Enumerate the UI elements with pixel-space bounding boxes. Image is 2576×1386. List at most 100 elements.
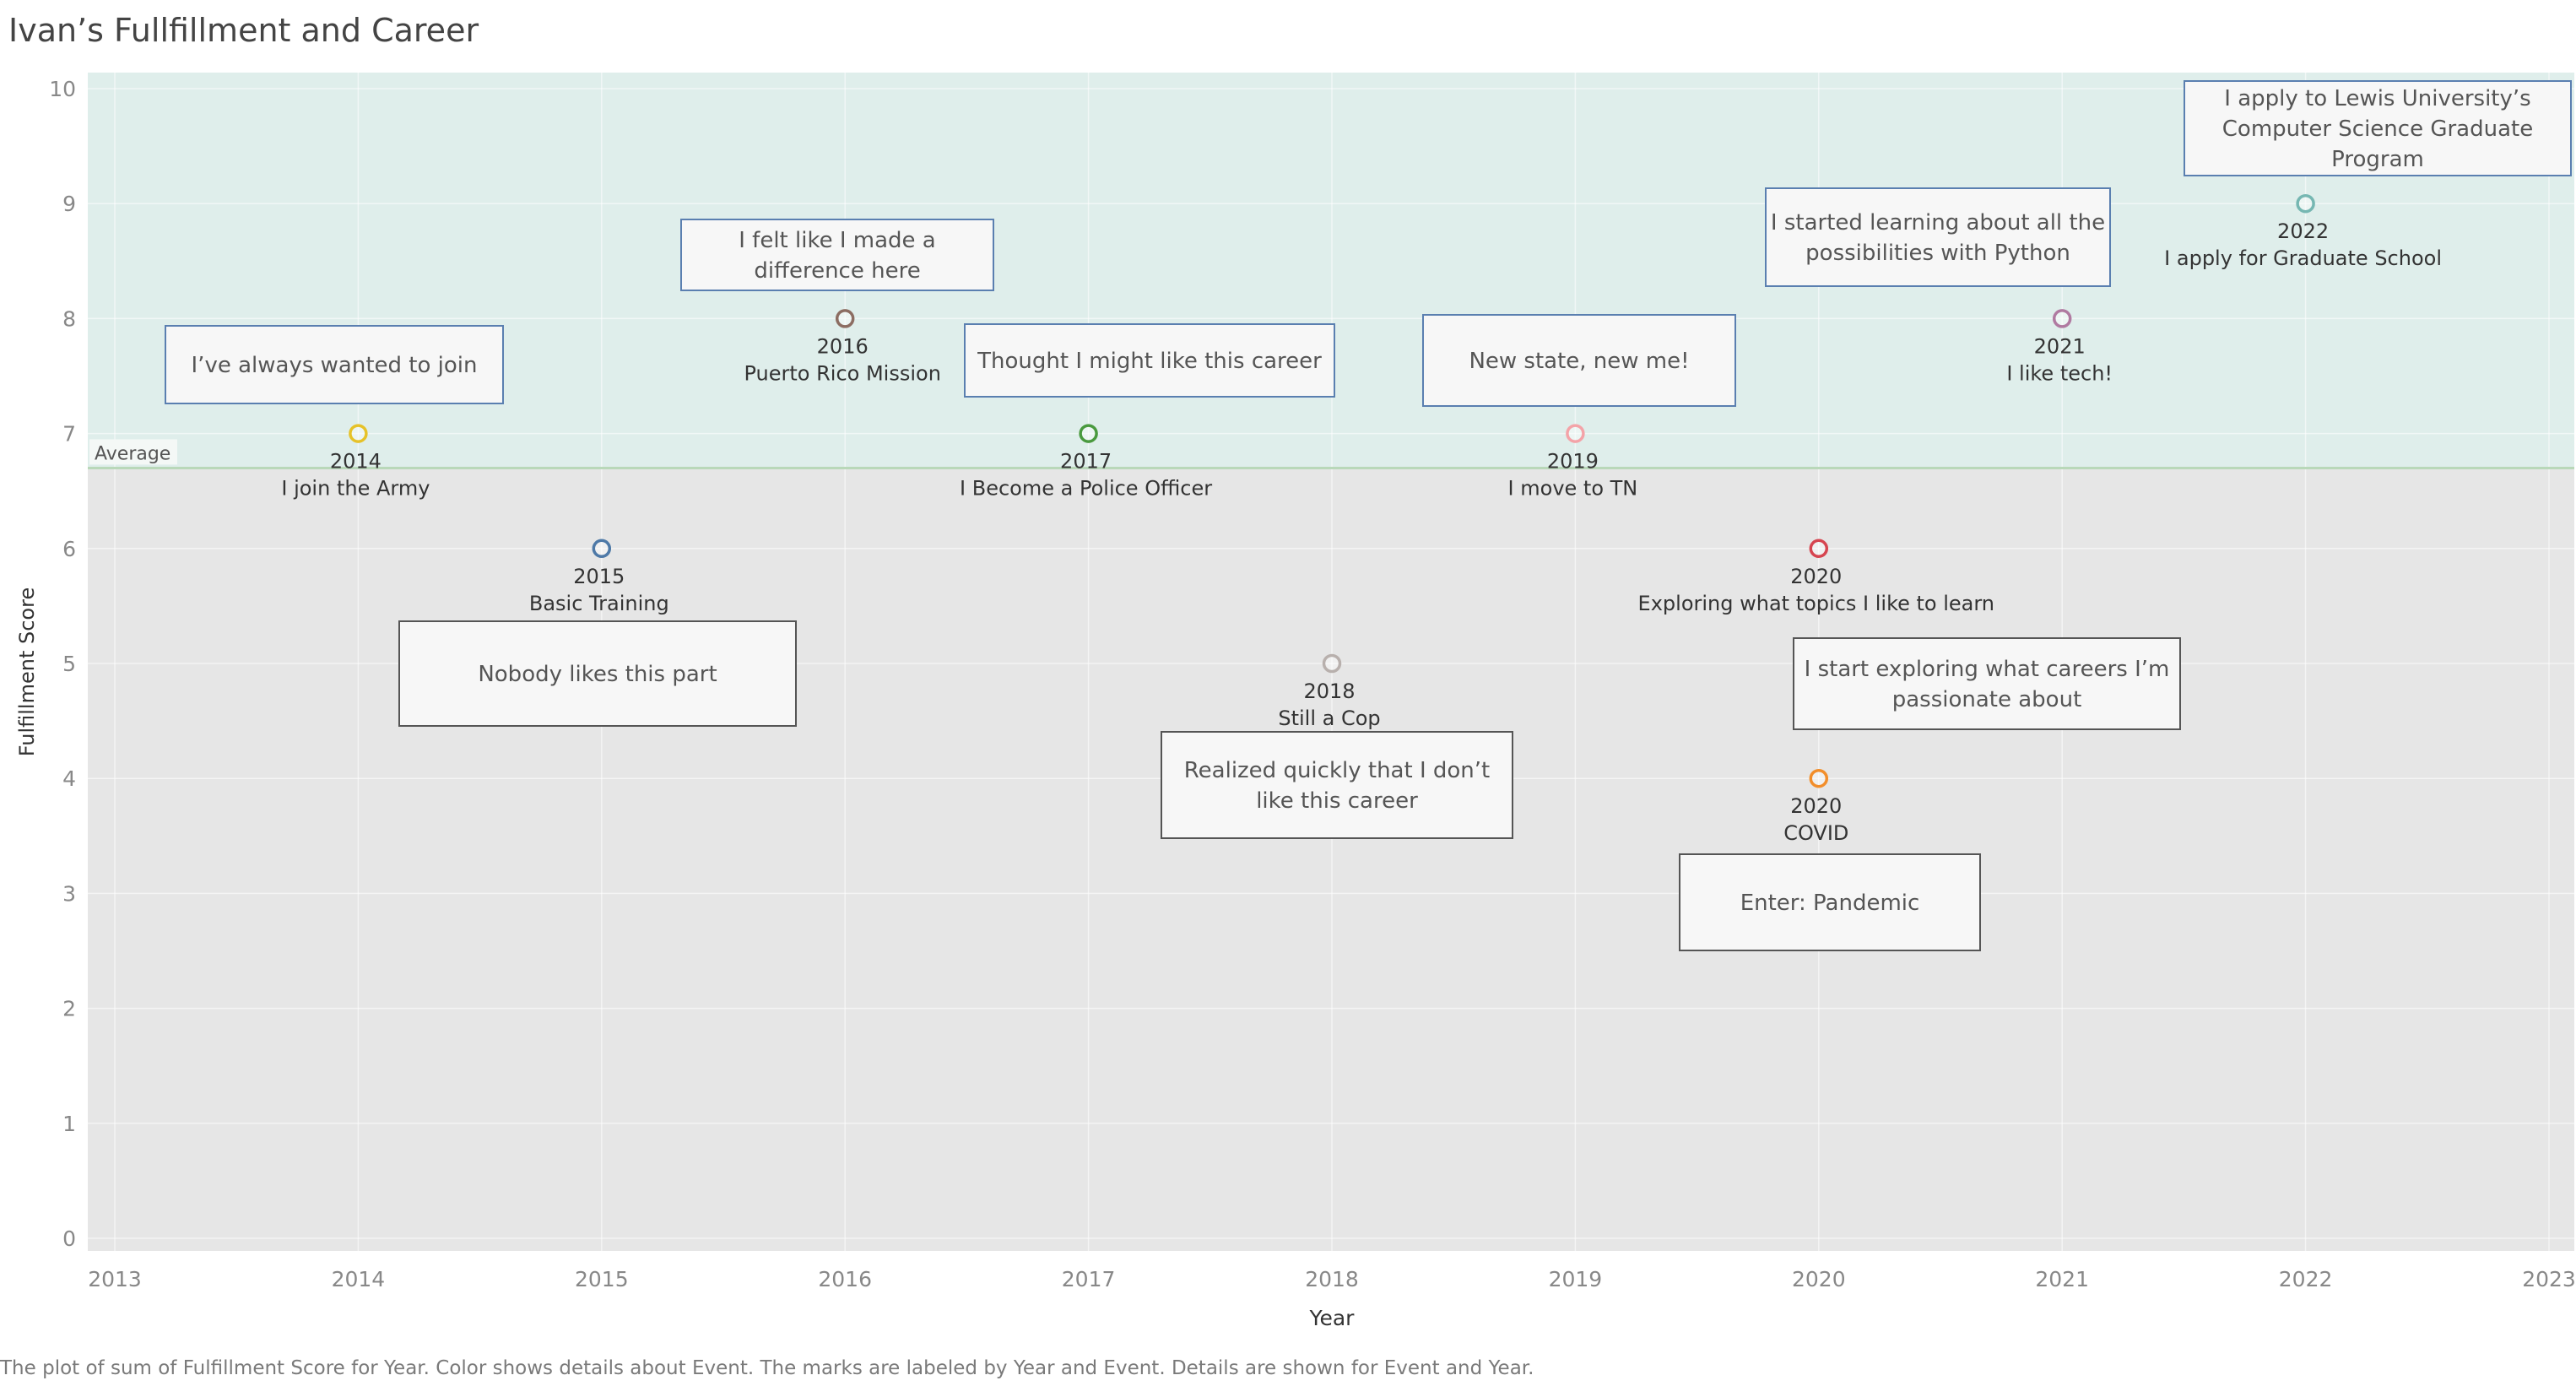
annotation-box <box>680 219 994 291</box>
data-point <box>2296 193 2315 214</box>
average-label-bg <box>89 439 177 465</box>
point-event-label: Puerto Rico Mission <box>744 361 940 385</box>
point-year-label: 2018 <box>1303 679 1355 703</box>
annotation-9: I started learning about all the possibil… <box>1765 187 2111 287</box>
y-tick-label: 7 <box>62 422 76 447</box>
x-tick-label: 2017 <box>1062 1267 1116 1291</box>
y-tick-label: 5 <box>62 652 76 676</box>
annotation-text: I felt like I made a <box>739 228 936 253</box>
y-tick-label: 0 <box>62 1226 76 1251</box>
annotation-box <box>165 325 504 404</box>
annotation-4: Thought I might like this career <box>964 323 1335 398</box>
annotation-box <box>2184 80 2572 176</box>
point-event-label: Still a Cop <box>1278 707 1380 730</box>
below-average-band <box>88 468 2574 1251</box>
annotation-3: I felt like I made a difference here <box>680 219 994 291</box>
data-point <box>1322 653 1342 674</box>
x-tick-label: 2021 <box>2035 1267 2089 1291</box>
y-axis-title: Fulfillment Score <box>15 587 39 757</box>
data-point <box>1809 539 1829 559</box>
annotation-box <box>1679 853 1981 951</box>
annotation-text: Realized quickly that I don’t <box>1184 758 1490 783</box>
x-tick-label: 2020 <box>1792 1267 1846 1291</box>
point-year-label: 2016 <box>817 334 869 358</box>
point-event-label: Basic Training <box>529 592 669 615</box>
y-tick-label: 2 <box>62 997 76 1021</box>
y-tick-label: 10 <box>49 77 76 101</box>
data-point <box>592 539 612 559</box>
point-year-label: 2014 <box>330 450 382 474</box>
data-point-group: 2017 I Become a Police Officer <box>960 424 1212 501</box>
annotation-box <box>1161 731 1513 839</box>
annotation-box <box>1422 314 1736 407</box>
annotation-text: Program <box>2331 147 2424 172</box>
annotation-text: Enter: Pandemic <box>1740 891 1920 916</box>
annotation-5: Realized quickly that I don’t like this c… <box>1161 731 1513 839</box>
annotation-text: Thought I might like this career <box>977 349 1322 374</box>
annotation-text: I start exploring what careers I’m <box>1805 657 2170 682</box>
annotation-text: passionate about <box>1892 687 2082 712</box>
annotation-text: I started learning about all the <box>1771 210 2105 236</box>
x-tick-label: 2013 <box>88 1267 142 1291</box>
point-year-label: 2017 <box>1060 450 1112 474</box>
y-tick-label: 9 <box>62 192 76 216</box>
data-point <box>1809 768 1829 788</box>
annotation-text: possibilities with Python <box>1805 241 2070 266</box>
point-year-label: 2020 <box>1790 794 1842 818</box>
point-event-label: I join the Army <box>281 477 430 501</box>
y-tick-label: 3 <box>62 881 76 906</box>
annotation-7: I start exploring what careers I’m passio… <box>1793 637 2181 730</box>
y-tick-label: 8 <box>62 306 76 331</box>
point-event-label: I move to TN <box>1508 477 1638 501</box>
annotation-text: Computer Science Graduate <box>2222 116 2533 142</box>
x-tick-label: 2015 <box>575 1267 629 1291</box>
point-event-label: I apply for Graduate School <box>2164 246 2442 270</box>
annotation-box <box>964 323 1335 398</box>
x-tick-label: 2016 <box>818 1267 872 1291</box>
annotation-text: I’ve always wanted to join <box>192 353 478 378</box>
annotation-1: I’ve always wanted to join <box>165 325 504 404</box>
y-tick-label: 4 <box>62 766 76 791</box>
y-tick-label: 6 <box>62 537 76 561</box>
x-tick-label: 2014 <box>332 1267 386 1291</box>
annotation-text: like this career <box>1256 788 1418 814</box>
annotation-6: New state, new me! <box>1422 314 1736 407</box>
average-label: Average <box>95 443 170 464</box>
point-event-label: COVID <box>1783 821 1848 845</box>
data-point <box>2052 309 2072 328</box>
data-point-group: 2021 I like tech! <box>2006 309 2113 385</box>
data-point <box>835 309 855 328</box>
annotation-box <box>398 620 797 727</box>
annotation-text: Nobody likes this part <box>478 662 717 687</box>
point-year-label: 2022 <box>2277 219 2329 243</box>
point-event-label: I Become a Police Officer <box>960 477 1212 501</box>
x-axis-title: Year <box>1309 1306 1356 1330</box>
point-year-label: 2015 <box>573 565 625 588</box>
page-title: Ivan’s Fullfillment and Career <box>8 12 479 49</box>
annotation-text: New state, new me! <box>1469 349 1689 374</box>
data-point <box>1566 424 1585 443</box>
data-point-group: 2022 I apply for Graduate School <box>2164 193 2442 270</box>
annotation-2: Nobody likes this part <box>398 620 797 727</box>
annotation-text: difference here <box>754 258 920 284</box>
x-tick-label: 2018 <box>1305 1267 1359 1291</box>
x-tick-label: 2022 <box>2279 1267 2333 1291</box>
annotation-box <box>1765 187 2111 287</box>
point-event-label: I like tech! <box>2006 361 2113 385</box>
data-point <box>1079 424 1098 443</box>
data-point <box>349 424 368 443</box>
point-year-label: 2021 <box>2034 334 2086 358</box>
annotation-text: I apply to Lewis University’s <box>2224 86 2530 111</box>
annotation-box <box>1793 637 2181 730</box>
x-tick-label: 2023 <box>2522 1267 2576 1291</box>
annotation-8: Enter: Pandemic <box>1679 853 1981 951</box>
point-event-label: Exploring what topics I like to learn <box>1638 592 1994 615</box>
chart-caption: The plot of sum of Fulfillment Score for… <box>0 1357 1534 1379</box>
